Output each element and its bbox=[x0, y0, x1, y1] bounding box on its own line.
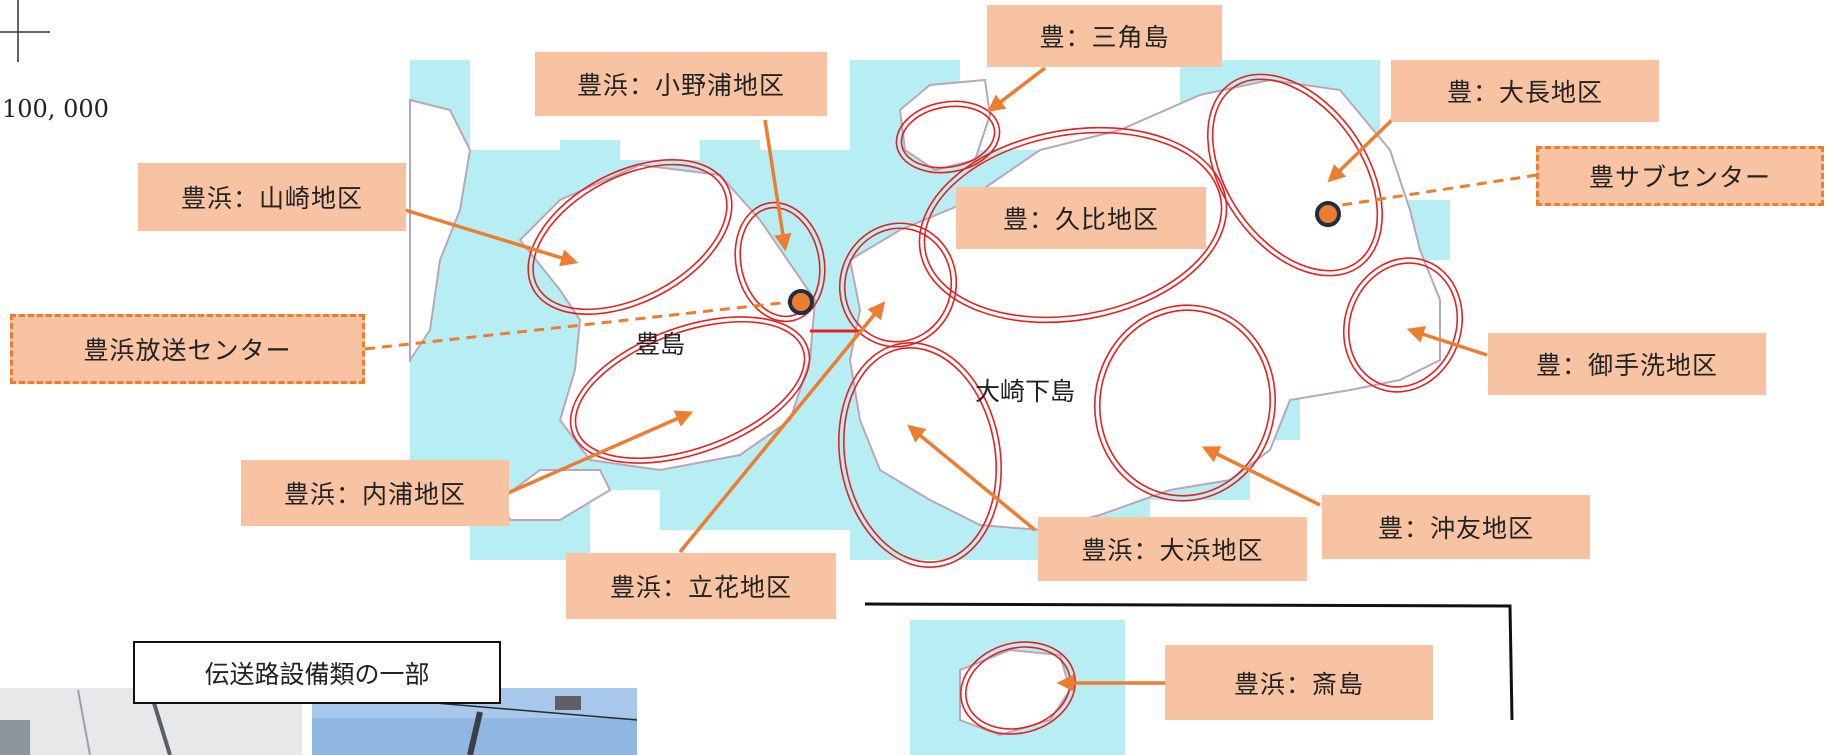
arrow-onoura bbox=[763, 119, 792, 252]
boundary-ohama bbox=[838, 342, 1002, 568]
station-marker-icon bbox=[788, 201, 1341, 315]
boundary-tachibana bbox=[838, 222, 958, 348]
boundary-tachibana-inner bbox=[843, 227, 953, 343]
area-label-saijima: 豊浜：斎島 bbox=[1165, 645, 1433, 720]
boundary-okitomo-inner bbox=[1098, 309, 1272, 497]
area-label-tachibana: 豊浜：立花地区 bbox=[566, 553, 836, 619]
area-label-ocho: 豊：大長地区 bbox=[1391, 60, 1659, 122]
boundary-kubi-inner bbox=[923, 131, 1223, 319]
area-boundaries bbox=[527, 73, 1464, 735]
boundary-ocho bbox=[1206, 73, 1384, 277]
boundary-sankakujima-inner bbox=[900, 105, 996, 169]
boundary-yamasaki-inner bbox=[532, 163, 728, 311]
boundary-onoura bbox=[734, 201, 826, 323]
boundary-saijima bbox=[959, 641, 1077, 735]
center-label-yutaka-sub: 豊サブセンター bbox=[1536, 146, 1824, 206]
island-label-osakishimojima: 大崎下島 bbox=[975, 377, 1076, 406]
island-label-toyoshima: 豊島 bbox=[635, 330, 686, 359]
crosshair-icon bbox=[0, 0, 50, 62]
arrow-tachibana bbox=[678, 301, 886, 554]
arrow-uchiura bbox=[507, 410, 694, 495]
boundary-sankakujima bbox=[895, 100, 1001, 174]
boundary-yamasaki bbox=[527, 158, 733, 316]
arrow-ocho bbox=[1327, 118, 1394, 183]
boundary-uchiura bbox=[569, 316, 811, 464]
area-label-ohama: 豊浜：大浜地区 bbox=[1038, 517, 1307, 581]
area-label-onoura: 豊浜：小野浦地区 bbox=[535, 52, 827, 116]
area-label-kubi: 豊：久比地区 bbox=[956, 187, 1206, 249]
callout-arrows bbox=[404, 66, 1488, 692]
boundary-okitomo bbox=[1093, 304, 1277, 502]
arrow-okitomo bbox=[1201, 446, 1321, 507]
arrow-ohama bbox=[907, 424, 1037, 532]
area-label-mitarai: 豊：御手洗地区 bbox=[1488, 333, 1766, 395]
arrow-yamasaki bbox=[404, 208, 579, 267]
area-label-okitomo: 豊：沖友地区 bbox=[1322, 495, 1590, 559]
boundary-uchiura-inner bbox=[574, 320, 806, 460]
boundary-onoura-inner bbox=[739, 206, 821, 318]
boundary-ohama-inner bbox=[842, 347, 998, 563]
center-label-toyohama: 豊浜放送センター bbox=[10, 314, 365, 384]
boundary-ocho-inner bbox=[1211, 78, 1379, 272]
area-label-yamasaki: 豊浜：山崎地区 bbox=[138, 163, 406, 231]
center-leaders bbox=[364, 173, 1538, 351]
scale-text: 100, 000 bbox=[2, 95, 109, 123]
inset-frame-line bbox=[864, 602, 1514, 721]
area-label-uchiura: 豊浜：内浦地区 bbox=[241, 460, 509, 526]
equipment-caption: 伝送路設備類の一部 bbox=[133, 641, 501, 704]
arrow-mitarai bbox=[1406, 326, 1488, 357]
arrow-sankakujima bbox=[987, 66, 1047, 113]
area-label-sankakujima: 豊：三角島 bbox=[987, 5, 1222, 67]
